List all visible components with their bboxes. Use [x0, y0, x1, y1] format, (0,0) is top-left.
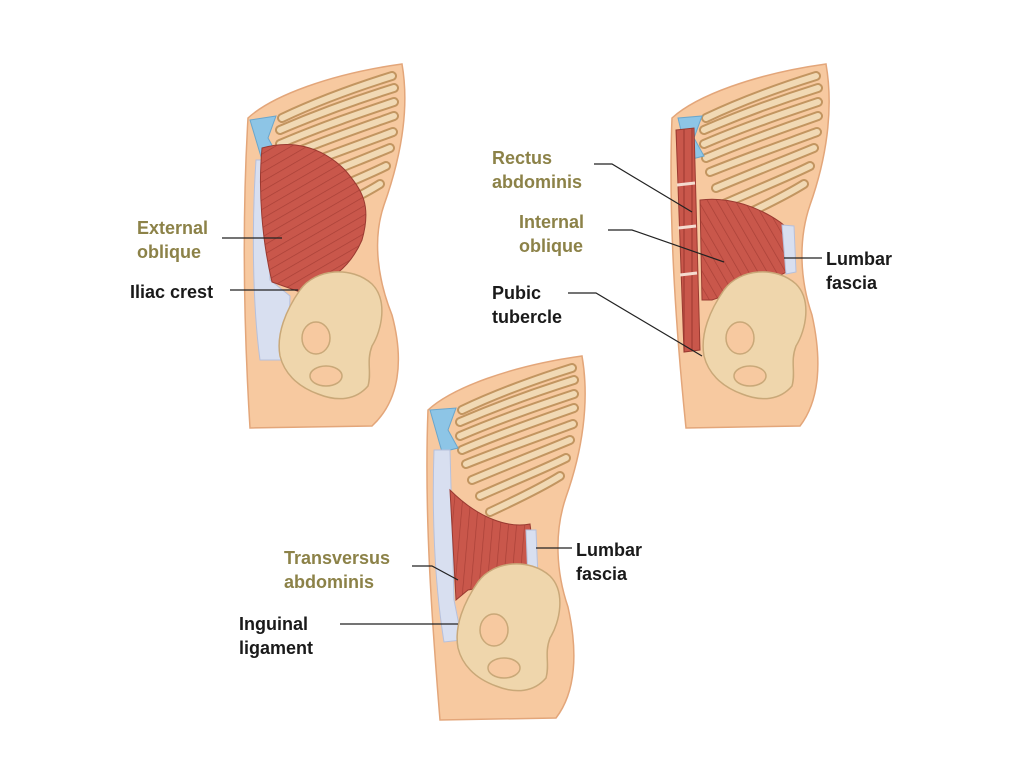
label-line: fascia [576, 564, 628, 584]
label-line: abdominis [492, 172, 583, 192]
label-line: Transversus [284, 548, 391, 568]
label-inguinal-ligament: Inguinal ligament [239, 612, 313, 660]
label-iliac-crest: Iliac crest [130, 280, 213, 304]
leader-rectus-abdominis [594, 163, 693, 213]
anterior-aponeurosis [432, 449, 463, 643]
label-line: oblique [519, 236, 583, 256]
rectus-tendinous-intersections [676, 181, 698, 277]
label-line: Internal [519, 212, 585, 232]
label-line: Pubic [492, 283, 542, 303]
panel-internal-oblique [670, 63, 830, 429]
label-line: oblique [137, 242, 201, 262]
label-pubic-tubercle: Pubic tubercle [492, 281, 562, 329]
label-line: Lumbar [826, 249, 893, 269]
label-external-oblique: External oblique [137, 216, 208, 264]
label-line: fascia [826, 273, 878, 293]
panel-external-oblique [243, 63, 406, 429]
label-line: Iliac crest [130, 282, 214, 302]
label-line: tubercle [492, 307, 563, 327]
label-transversus-abdominis: Transversus abdominis [284, 546, 390, 594]
pelvis-bone [702, 271, 807, 400]
leader-lines [222, 163, 822, 625]
costal-cartilage [429, 407, 459, 453]
label-line: Lumbar [576, 540, 643, 560]
label-lumbar-fascia: Lumbar fascia [576, 538, 642, 586]
label-line: ligament [239, 638, 314, 658]
leader-transversus-abdominis [412, 565, 459, 581]
leader-pubic-tubercle [568, 292, 703, 357]
external-oblique-muscle [259, 143, 367, 293]
label-internal-oblique: Internal oblique [519, 210, 584, 258]
rib-cage-fill [457, 365, 577, 515]
label-line: abdominis [284, 572, 375, 592]
label-line: Rectus [492, 148, 553, 168]
pelvis-bone [456, 563, 561, 692]
label-line: Inguinal [239, 614, 308, 634]
panel-transversus-abdominis [426, 355, 586, 721]
label-rectus-abdominis: Rectus abdominis [492, 146, 582, 194]
pelvis-bone [278, 271, 383, 400]
leader-internal-oblique [608, 229, 725, 263]
label-lumbar-fascia: Lumbar fascia [826, 247, 892, 295]
label-line: External [137, 218, 209, 238]
